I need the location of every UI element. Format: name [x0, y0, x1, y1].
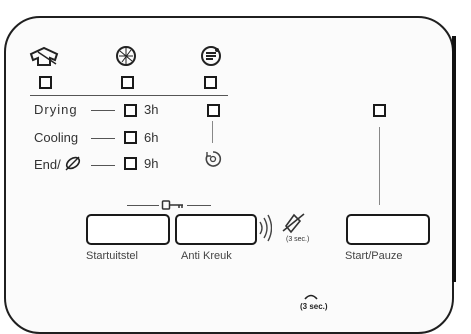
- end-leader: [91, 165, 115, 166]
- start-pause-button[interactable]: [346, 214, 430, 245]
- press-arrow-icon: [304, 294, 318, 300]
- mute-duration-label: (3 sec.): [286, 236, 310, 243]
- key-icon: [161, 200, 183, 210]
- end-9h-indicator: [124, 157, 137, 170]
- end-label: End/: [34, 157, 61, 172]
- delay-start-button[interactable]: [86, 214, 170, 245]
- anti-crease-connector: [212, 121, 213, 143]
- wool-ball-icon: [116, 46, 136, 66]
- tumble-icon: [205, 151, 222, 167]
- time-3h-label: 3h: [144, 102, 159, 117]
- time-6h-label: 6h: [144, 130, 159, 145]
- cooling-6h-indicator: [124, 131, 137, 144]
- leaf-icon: [65, 156, 81, 171]
- child-lock-line-right: [187, 205, 211, 206]
- drying-3h-indicator: [124, 104, 137, 117]
- anti-crease-label: Anti Kreuk: [181, 250, 232, 262]
- control-panel: [4, 16, 454, 334]
- child-lock-line-left: [127, 205, 159, 206]
- start-pause-indicator: [373, 104, 386, 117]
- start-pause-label: Start/Pauze: [345, 250, 403, 262]
- panel-edge-bar: [452, 36, 456, 282]
- cooling-label: Cooling: [34, 130, 79, 145]
- program-1-indicator: [39, 76, 52, 89]
- bottom-duration-label: (3 sec.): [300, 302, 328, 311]
- section-divider: [30, 95, 228, 96]
- start-pause-connector: [379, 127, 380, 205]
- shirt-hanger-icon: [29, 46, 59, 66]
- drying-leader: [91, 110, 115, 111]
- mute-icon: [282, 213, 305, 234]
- program-2-indicator: [121, 76, 134, 89]
- program-3-indicator: [204, 76, 217, 89]
- cooling-leader: [91, 138, 115, 139]
- anti-crease-button[interactable]: [175, 214, 257, 245]
- sound-waves-icon: [259, 214, 272, 242]
- delay-start-label: Startuitstel: [86, 250, 138, 262]
- drying-label: Drying: [34, 102, 78, 117]
- time-9h-label: 9h: [144, 156, 159, 171]
- anti-crease-indicator: [207, 104, 220, 117]
- sensor-dry-icon: [201, 46, 221, 66]
